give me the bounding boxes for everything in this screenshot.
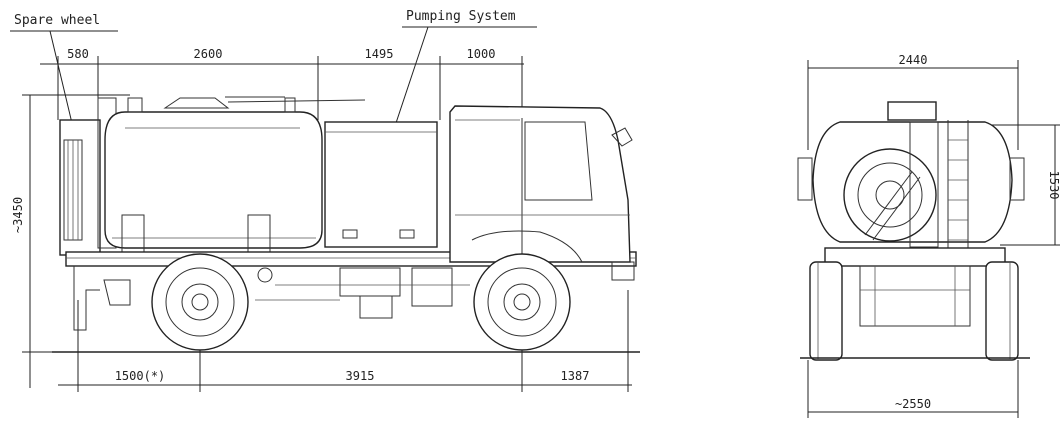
- dim-1000: 1000: [467, 47, 496, 61]
- dim-580: 580: [67, 47, 89, 61]
- pump-compartment: [324, 121, 438, 248]
- dim-1387: 1387: [561, 369, 590, 383]
- tank-fitting: [284, 97, 296, 113]
- dim-1500: 1500(*): [115, 369, 166, 383]
- front-bumper: [611, 261, 635, 281]
- rear-wheel-left: [809, 261, 843, 361]
- rear-ladder: [947, 120, 969, 250]
- rear-axle-housing: [859, 265, 971, 327]
- dim-3915: 3915: [346, 369, 375, 383]
- side-bottom-dimensions: 1500(*) 3915 1387: [58, 290, 632, 392]
- rear-spare-wheel: [843, 148, 937, 242]
- pumping-system-leader: [391, 26, 429, 136]
- spare-wheel-annotation: Spare wheel: [10, 13, 118, 141]
- rear-top-box: [887, 101, 937, 121]
- tank-fitting: [127, 97, 143, 113]
- cab: [449, 105, 631, 263]
- pump-unit: [339, 267, 401, 297]
- dim-width-top: 2440: [899, 53, 928, 67]
- rear-view-truck: [797, 101, 1030, 361]
- fuel-tank: [411, 267, 453, 307]
- manhole: [163, 97, 230, 109]
- rear-divider: [909, 121, 939, 248]
- rear-dimensions: 2440 1530 ~2550: [807, 53, 1061, 418]
- rear-wheel-right: [985, 261, 1019, 361]
- top-rail: [227, 99, 366, 103]
- spare-wheel-bracket: [864, 171, 913, 236]
- water-tank: [104, 111, 323, 249]
- rear-bumper: [73, 266, 100, 331]
- dim-width-bottom: ~2550: [895, 397, 931, 411]
- side-view-truck: [59, 96, 637, 351]
- dim-height-right: 1530: [1047, 171, 1061, 200]
- cab-window: [524, 121, 593, 201]
- rear-light-right: [1009, 157, 1025, 201]
- pumping-system-label: Pumping System: [406, 9, 516, 24]
- dim-height: ~3450: [11, 197, 25, 233]
- side-top-dimensions: 580 2600 1495 1000: [40, 47, 524, 120]
- rear-light-left: [797, 157, 813, 201]
- spare-wheel-rack: [59, 119, 101, 256]
- side-height-dimension: ~3450: [11, 94, 130, 388]
- side-mirror: [611, 127, 633, 147]
- rear-chassis: [824, 247, 1006, 267]
- spare-wheel-label: Spare wheel: [14, 13, 100, 28]
- pumping-system-annotation: Pumping System: [391, 9, 537, 136]
- front-wheel-arch: [471, 230, 583, 263]
- dim-1495: 1495: [365, 47, 394, 61]
- dim-2600: 2600: [194, 47, 223, 61]
